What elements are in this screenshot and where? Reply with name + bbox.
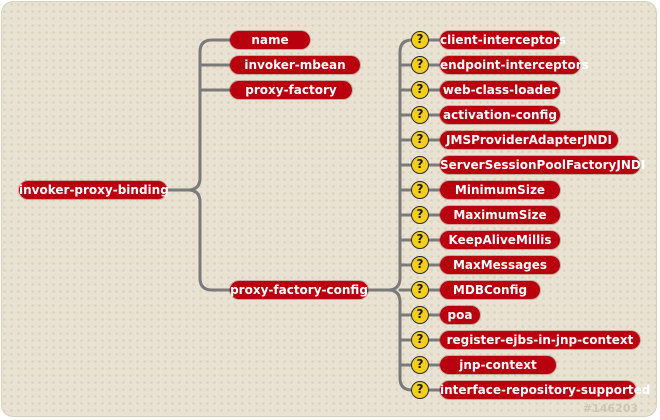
node-max-messages: MaxMessages xyxy=(440,256,560,274)
node-keep-alive-millis: KeepAliveMillis xyxy=(440,231,560,249)
node-server-session-pool-factory-jndi: ServerSessionPoolFactoryJNDI xyxy=(440,156,646,174)
optional-marker-icon: ? xyxy=(411,81,429,99)
node-activation-config: activation-config xyxy=(440,106,560,124)
node-mdb-config: MDBConfig xyxy=(440,281,540,299)
optional-marker-icon: ? xyxy=(411,281,429,299)
optional-marker-icon: ? xyxy=(411,56,429,74)
node-client-interceptors: client-interceptors xyxy=(440,31,567,49)
node-proxy-factory-config: proxy-factory-config xyxy=(230,281,368,299)
optional-marker-icon: ? xyxy=(411,131,429,149)
node-interface-repository-supported: interface-repository-supported xyxy=(440,381,651,399)
optional-marker-icon: ? xyxy=(411,106,429,124)
node-proxy-factory: proxy-factory xyxy=(230,81,352,99)
node-web-class-loader: web-class-loader xyxy=(440,81,560,99)
optional-marker-icon: ? xyxy=(411,381,429,399)
node-invoker-mbean: invoker-mbean xyxy=(230,56,360,74)
node-poa: poa xyxy=(440,306,480,324)
node-jnp-context: jnp-context xyxy=(440,356,556,374)
optional-marker-icon: ? xyxy=(411,231,429,249)
figure-id-watermark: #146203 xyxy=(582,402,638,415)
connector-proxy-factory-config xyxy=(186,188,234,292)
optional-marker-icon: ? xyxy=(411,31,429,49)
optional-marker-icon: ? xyxy=(411,156,429,174)
node-name: name xyxy=(230,31,310,49)
connector-name xyxy=(186,38,234,192)
node-minimum-size: MinimumSize xyxy=(440,181,560,199)
node-jms-provider-adapter-jndi: JMSProviderAdapterJNDI xyxy=(440,131,618,149)
optional-marker-icon: ? xyxy=(411,256,429,274)
node-register-ejbs-in-jnp-context: register-ejbs-in-jnp-context xyxy=(440,331,640,349)
optional-marker-icon: ? xyxy=(411,356,429,374)
optional-marker-icon: ? xyxy=(411,306,429,324)
optional-marker-icon: ? xyxy=(411,331,429,349)
node-endpoint-interceptors: endpoint-interceptors xyxy=(440,56,589,74)
optional-marker-icon: ? xyxy=(411,181,429,199)
optional-marker-icon: ? xyxy=(411,206,429,224)
node-maximum-size: MaximumSize xyxy=(440,206,560,224)
node-invoker-proxy-binding: invoker-proxy-binding xyxy=(19,181,169,199)
